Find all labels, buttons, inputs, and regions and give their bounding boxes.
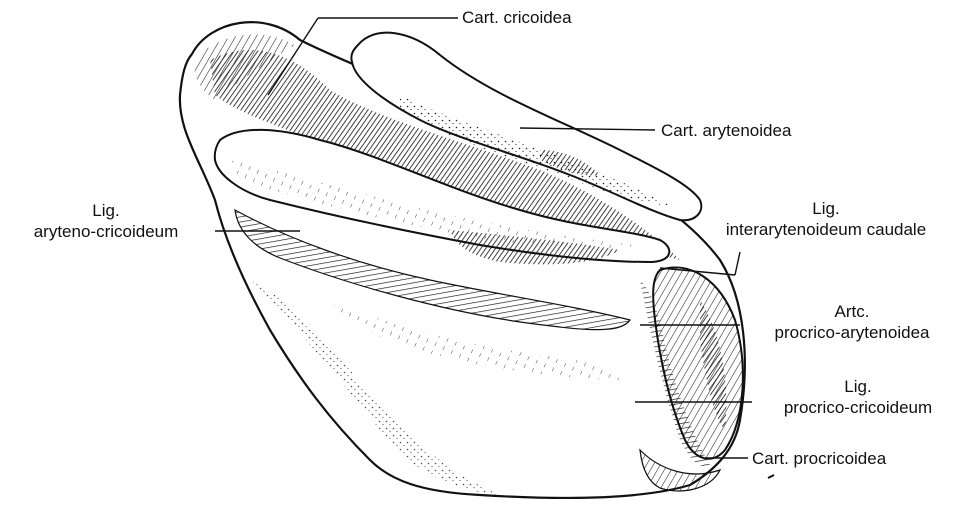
- label-lig-procrico-cricoideum: Lig. procrico-cricoideum: [752, 376, 964, 418]
- label-cart-arytenoidea: Cart. arytenoidea: [661, 120, 791, 141]
- label-lig-aryteno-cricoideum-line2: aryteno-cricoideum: [0, 221, 212, 242]
- label-artc-procrico-line2: procrico-arytenoidea: [740, 322, 964, 343]
- leader-lig-interarytenoideum: [735, 252, 740, 275]
- label-cart-procricoidea: Cart. procricoidea: [752, 448, 886, 469]
- label-lig-procrico-line2: procrico-cricoideum: [752, 397, 964, 418]
- label-lig-interarytenoideum: Lig. interarytenoideum caudale: [688, 198, 964, 240]
- label-lig-interarytenoideum-line1: Lig.: [688, 198, 964, 219]
- label-artc-procrico-arytenoidea: Artc. procrico-arytenoidea: [740, 301, 964, 343]
- label-lig-interarytenoideum-line2: interarytenoideum caudale: [688, 219, 964, 240]
- label-lig-procrico-line1: Lig.: [752, 376, 964, 397]
- label-cart-cricoidea: Cart. cricoidea: [462, 7, 572, 28]
- label-artc-procrico-line1: Artc.: [740, 301, 964, 322]
- label-lig-aryteno-cricoideum: Lig. aryteno-cricoideum: [0, 200, 212, 242]
- label-lig-aryteno-cricoideum-line1: Lig.: [0, 200, 212, 221]
